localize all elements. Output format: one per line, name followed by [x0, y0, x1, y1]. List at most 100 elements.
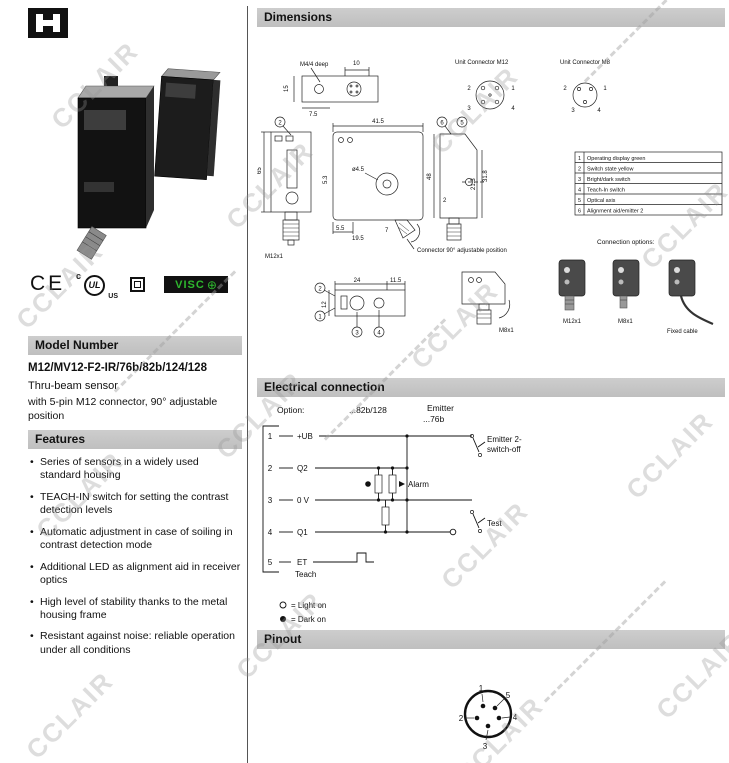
option-value: ...82b/128 — [349, 405, 387, 415]
dim-10: 10 — [353, 61, 360, 67]
callout-6: 6 — [440, 121, 444, 127]
feature-item: Series of sensors in a widely used stand… — [28, 456, 242, 483]
pin-number: 4 — [597, 108, 601, 114]
feature-item: Resistant against noise: reliable operat… — [28, 630, 242, 657]
dim-m4: M4/4 deep — [300, 62, 329, 68]
company-logo — [28, 8, 68, 38]
legend-num: 6 — [578, 209, 581, 215]
dim-65: 65 — [257, 167, 263, 174]
emitter-switch-label-2: switch-off — [487, 445, 521, 454]
callout-2: 2 — [278, 121, 282, 127]
pin-number: 5 — [268, 558, 273, 567]
sensor-type: Thru-beam sensor — [28, 380, 118, 392]
bottom-view: 2 1 24 11.5 12 3 4 — [314, 278, 406, 338]
features-header: Features — [28, 430, 242, 449]
rotated-connector-view: M8x1 — [461, 271, 514, 334]
emitter-switch-label-1: Emitter 2- — [487, 435, 522, 444]
callout-5: 5 — [460, 121, 464, 127]
legend-num: 3 — [578, 177, 581, 183]
pinout-pin-2: 2 — [459, 714, 464, 723]
pinout-pin-3: 3 — [483, 742, 488, 751]
pin-label-0v: 0 V — [297, 496, 310, 505]
connection-options-title: Connection options: — [597, 239, 655, 246]
connection-options: Connection options: M12x1 M8x1 Fixed cab… — [558, 239, 714, 335]
ul-mark: c UL US — [76, 271, 118, 300]
legend-table: 1 2 3 4 5 6 Operating display green Swit… — [574, 151, 723, 216]
feature-item: Additional LED as alignment aid in recei… — [28, 561, 242, 588]
connector-note: Connector 90° adjustable position — [417, 248, 507, 254]
dim-5-3: 5.3 — [323, 175, 329, 184]
option-label-m12x1: M12x1 — [563, 319, 582, 325]
ul-us-label: US — [108, 293, 118, 300]
dim-48: 48 — [427, 173, 433, 180]
legend-num: 1 — [578, 156, 581, 162]
pin-label-q1: Q1 — [297, 528, 308, 537]
pin-label-ub: +UB — [297, 432, 313, 441]
light-on-symbol — [449, 528, 457, 536]
unit-connector-m12: Unit Connector M12 2 1 3 4 — [455, 60, 515, 112]
dimensions-drawing: M4/4 deep 10 7.5 15 Unit Connector M12 — [257, 60, 723, 338]
front-view-left: 2 65 M12x1 — [257, 116, 312, 260]
double-insulation-icon — [130, 277, 145, 292]
pinout-header: Pinout — [257, 630, 725, 649]
dim-41-5: 41.5 — [372, 119, 384, 125]
feature-item: TEACH-IN switch for setting the contrast… — [28, 491, 242, 518]
dim-21-3: 21.3 — [471, 178, 477, 190]
pin-number: 3 — [268, 496, 273, 505]
pin-label-et: ET — [297, 558, 307, 567]
test-label: Test — [487, 519, 502, 528]
watermark-text: CCLAIR — [20, 665, 120, 763]
pin-number: 1 — [511, 86, 515, 92]
callout-3: 3 — [355, 331, 359, 337]
ul-label: UL — [84, 275, 105, 296]
column-divider — [247, 6, 248, 763]
legend-num: 4 — [578, 188, 581, 194]
dim-m8x1: M8x1 — [499, 328, 514, 334]
pinout-pin-5: 5 — [506, 691, 511, 700]
dim-dia-4-5: ø4.5 — [352, 167, 365, 173]
option-label: Option: — [277, 405, 304, 415]
alarm-arrow-icon — [399, 481, 405, 487]
teach-pulse-symbol — [349, 552, 374, 563]
side-view: 6 5 48 31.8 21.3 2 — [427, 116, 489, 241]
product-photo — [76, 68, 221, 260]
pin-number: 3 — [571, 108, 575, 114]
legend-num: 5 — [578, 198, 581, 204]
feature-item: Automatic adjustment in case of soiling … — [28, 526, 242, 553]
legend-text: Optical axis — [587, 198, 616, 204]
callout-4: 4 — [377, 331, 381, 337]
front-view-middle: 41.5 ø4.5 5.3 5.5 19.5 7 — [323, 119, 424, 243]
dim-31-8: 31.8 — [483, 170, 489, 182]
option-label-m8x1: M8x1 — [618, 319, 633, 325]
dark-on-symbol — [280, 616, 286, 622]
electrical-diagram: Option: ...82b/128 Emitter ...76b 1 2 3 … — [262, 403, 522, 624]
pinout-pin-1: 1 — [479, 684, 484, 693]
dim-2: 2 — [443, 198, 447, 204]
pin-number: 2 — [467, 86, 471, 92]
unit-connector-m12-title: Unit Connector M12 — [455, 60, 509, 66]
model-number: M12/MV12-F2-IR/76b/82b/124/128 — [28, 362, 207, 374]
pinout-pin-4: 4 — [513, 713, 518, 722]
callout-1: 1 — [318, 315, 322, 321]
legend-text: Bright/dark switch — [587, 177, 630, 183]
unit-connector-m8-title: Unit Connector M8 — [560, 60, 611, 66]
feature-item: High level of stability thanks to the me… — [28, 596, 242, 623]
dim-11-5: 11.5 — [390, 278, 402, 284]
brand-plus-icon: ⊕ — [206, 277, 217, 292]
ul-c-label: c — [76, 271, 82, 281]
pin-number: 4 — [268, 528, 273, 537]
dim-7: 7 — [385, 228, 389, 234]
legend-text: Switch state yellow — [587, 167, 633, 173]
pin-number: 1 — [268, 432, 273, 441]
legend-dark-on: = Dark on — [291, 615, 326, 624]
pin-number: 2 — [563, 86, 567, 92]
callout-2: 2 — [318, 287, 322, 293]
model-description: with 5-pin M12 connector, 90° adjustable… — [28, 396, 218, 422]
legend-light-on: = Light on — [291, 601, 326, 610]
dim-12: 12 — [322, 301, 328, 308]
pinout-diagram: 1 5 4 3 2 — [459, 684, 518, 751]
top-view: M4/4 deep 10 7.5 15 — [284, 61, 379, 118]
visolux-logo: VISC ⊕ — [164, 276, 228, 293]
pin-number: 1 — [603, 86, 607, 92]
